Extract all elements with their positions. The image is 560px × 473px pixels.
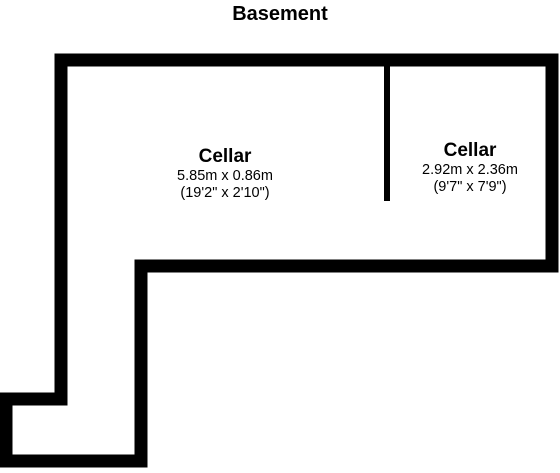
plan-title: Basement <box>232 3 328 25</box>
room-name: Cellar <box>198 146 252 167</box>
outer-wall <box>0 53 559 468</box>
room-name: Cellar <box>443 140 497 161</box>
room-dimensions-metric: 5.85m x 0.86m <box>177 167 273 184</box>
room-label-cellar-large: Cellar 5.85m x 0.86m (19'2" x 2'10") <box>150 146 300 201</box>
room-dimensions-imperial: (9'7" x 7'9") <box>433 178 507 195</box>
room-label-cellar-small: Cellar 2.92m x 2.36m (9'7" x 7'9") <box>395 140 545 195</box>
room-dimensions-metric: 2.92m x 2.36m <box>422 161 518 178</box>
room-dimensions-imperial: (19'2" x 2'10") <box>180 184 270 201</box>
